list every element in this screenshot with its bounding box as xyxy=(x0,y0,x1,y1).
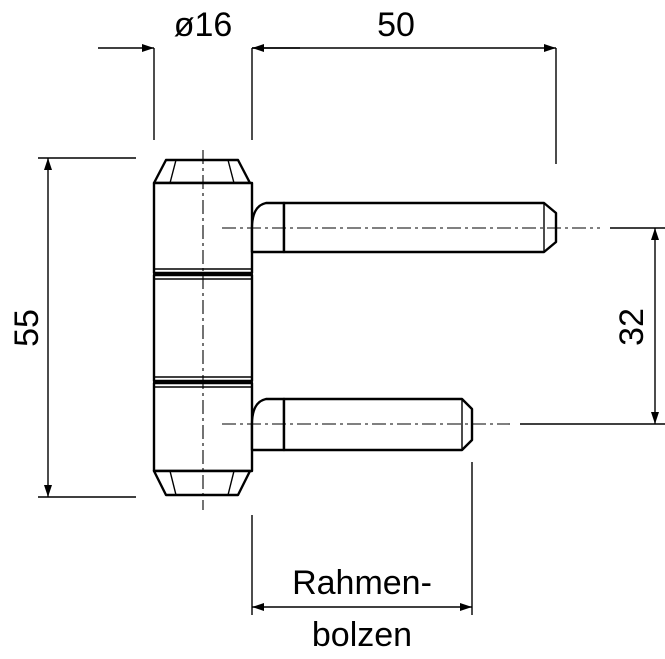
total-height-label: 55 xyxy=(8,309,46,347)
pin-spacing-label: 32 xyxy=(613,308,651,346)
diameter-label: ø16 xyxy=(174,6,233,44)
diameter-dimension: ø16 xyxy=(98,6,300,52)
barrel-top-cap xyxy=(152,158,252,185)
extension-lines xyxy=(38,48,665,615)
frame-pin-label-line2: bolzen xyxy=(312,616,412,654)
hinge-barrel xyxy=(152,158,254,497)
pin-length-label: 50 xyxy=(377,6,415,44)
center-lines xyxy=(202,150,600,510)
pin-length-dimension: 50 xyxy=(252,6,556,52)
total-height-dimension: 55 xyxy=(8,158,52,497)
barrel-bottom-cap xyxy=(152,469,252,497)
pin-spacing-dimension: 32 xyxy=(613,228,659,424)
frame-pin-label-line1: Rahmen- xyxy=(292,564,432,602)
frame-pin-dimension: Rahmen- bolzen xyxy=(252,564,472,654)
